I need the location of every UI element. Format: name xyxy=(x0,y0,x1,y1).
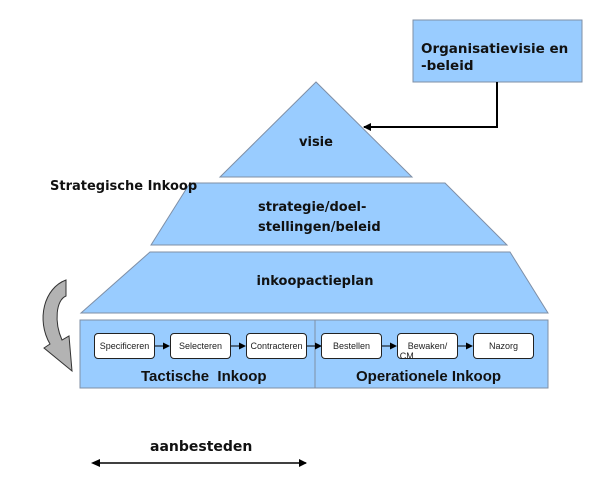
step-bewaken-line1: Bewaken/ xyxy=(407,341,448,351)
pyramid-top-tier xyxy=(218,81,414,178)
step-bewaken: Bewaken/ CM xyxy=(397,333,458,361)
visie-label: visie xyxy=(299,135,333,150)
org-to-visie-connector xyxy=(363,82,498,131)
step-selecteren: Selecteren xyxy=(170,333,231,359)
strategic-label: Strategische Inkoop xyxy=(50,179,198,194)
step-bewaken-line2: CM xyxy=(399,351,414,361)
step-specificeren: Specificeren xyxy=(94,333,155,359)
step-bestellen: Bestellen xyxy=(321,333,382,359)
strategy-label: strategie/doel- stellingen/beleid xyxy=(258,198,381,238)
pyramid-bottom-tier xyxy=(79,251,549,314)
operational-title: Operationele Inkoop xyxy=(356,368,502,385)
step-contracteren: Contracteren xyxy=(246,333,307,359)
org-vision-line2: -beleid xyxy=(421,58,474,74)
org-vision-label: Organisatievisie en -beleid xyxy=(421,41,568,75)
org-vision-line1: Organisatievisie en xyxy=(421,41,569,57)
strategy-line2: stellingen/beleid xyxy=(258,220,381,235)
strategy-line1: strategie/doel- xyxy=(258,200,367,215)
step-nazorg: Nazorg xyxy=(473,333,534,359)
loop-arrow-icon xyxy=(42,279,73,373)
tactical-title: Tactische Inkoop xyxy=(141,368,267,385)
tender-label: aanbesteden xyxy=(150,439,253,455)
action-plan-label: inkoopactieplan xyxy=(256,274,374,289)
tender-arrow-left-head xyxy=(91,459,100,467)
org-vision-box xyxy=(412,19,583,83)
pyramid-middle-tier xyxy=(150,182,509,246)
